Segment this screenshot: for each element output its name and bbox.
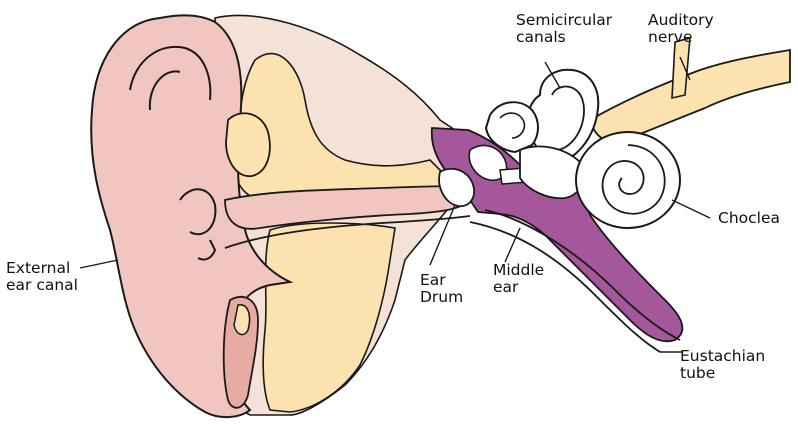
label-line: External — [6, 260, 78, 277]
label-auditory-nerve: Auditory nerve — [648, 12, 714, 46]
label-line: Eustachian — [680, 348, 765, 365]
leader-external — [80, 260, 118, 268]
label-line: tube — [680, 365, 765, 382]
lower-bone-region — [263, 223, 395, 412]
label-line: Semicircular — [516, 12, 612, 29]
auditory-nerve — [590, 50, 790, 142]
label-line: Choclea — [718, 210, 780, 227]
label-line: Drum — [420, 289, 463, 306]
label-semicircular-canals: Semicircular canals — [516, 12, 612, 46]
label-line: Ear — [420, 272, 463, 289]
label-ear-drum: Ear Drum — [420, 272, 463, 306]
cochlea-shape — [576, 132, 680, 228]
label-line: nerve — [648, 29, 714, 46]
label-line: ear canal — [6, 277, 78, 294]
label-line: ear — [493, 279, 544, 296]
label-middle-ear: Middle ear — [493, 262, 544, 296]
label-external-ear-canal: External ear canal — [6, 260, 78, 294]
leader-cochlea — [672, 200, 710, 218]
label-line: canals — [516, 29, 612, 46]
label-line: Auditory — [648, 12, 714, 29]
label-eustachian-tube: Eustachian tube — [680, 348, 765, 382]
helix-cartilage — [226, 113, 270, 176]
label-line: Middle — [493, 262, 544, 279]
label-cochlea: Choclea — [718, 210, 780, 227]
